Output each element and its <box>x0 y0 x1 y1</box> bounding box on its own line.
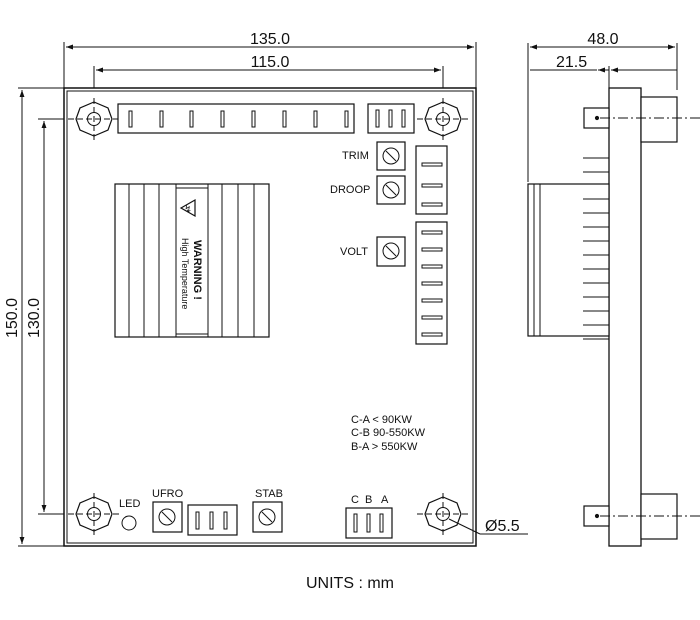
led-indicator <box>121 515 137 531</box>
stab-label: STAB <box>255 488 283 500</box>
terminal-b-label: B <box>365 494 372 506</box>
warning-icon <box>179 198 196 218</box>
led-label: LED <box>119 498 140 510</box>
volt-label: VOLT <box>340 246 368 258</box>
side-bottom-spade <box>583 493 700 540</box>
trim-potentiometer <box>376 141 406 171</box>
note-line-3: B-A > 550KW <box>351 441 418 453</box>
bottom-terminal-cba <box>345 507 393 539</box>
warning-title: WARNING ! <box>191 240 203 300</box>
bottom-terminal-left <box>187 504 238 536</box>
top-right-terminal <box>367 103 415 134</box>
note-line-2: C-B 90-550KW <box>351 427 426 439</box>
right-terminal-lower <box>415 221 448 345</box>
mounting-hole-bottom-right <box>417 493 470 535</box>
terminal-c-label: C <box>351 494 359 506</box>
top-terminal-strip <box>117 103 355 134</box>
right-terminal-upper <box>415 145 448 215</box>
trim-label: TRIM <box>342 150 369 162</box>
dimension-side-depth-label: 48.0 <box>587 31 618 48</box>
droop-potentiometer <box>376 175 406 205</box>
front-view: Ø5.5 TRIM DROOP <box>63 87 528 547</box>
hole-diameter-label: Ø5.5 <box>485 518 520 535</box>
mounting-hole-top-left <box>68 98 120 140</box>
dimension-height-overall-label: 150.0 <box>4 298 21 338</box>
dimension-side-depth <box>527 43 678 182</box>
dimension-height-overall <box>18 87 64 547</box>
mounting-hole-top-right <box>417 98 470 140</box>
hole-diameter-leader <box>448 518 528 535</box>
mounting-hole-bottom-left <box>68 493 120 535</box>
warning-label: ↯ WARNING ! High Temperature <box>175 187 209 335</box>
dimension-side-offset-label: 21.5 <box>556 54 587 71</box>
board-inner-outline <box>66 90 474 544</box>
side-top-spade <box>583 96 700 143</box>
volt-potentiometer <box>376 236 406 267</box>
dimension-side-offset <box>530 66 677 88</box>
droop-label: DROOP <box>330 184 370 196</box>
note-line-1: C-A < 90KW <box>351 414 412 426</box>
ufro-label: UFRO <box>152 488 184 500</box>
units-label: UNITS : mm <box>306 575 394 592</box>
stab-potentiometer <box>252 501 283 533</box>
ufro-potentiometer <box>152 501 183 533</box>
side-heat-sink <box>527 183 610 337</box>
dimension-hole-spacing-y-label: 130.0 <box>26 298 43 338</box>
side-board <box>608 87 642 547</box>
side-view: 48.0 21.5 <box>527 31 700 547</box>
warning-subtitle: High Temperature <box>180 238 190 309</box>
dimension-hole-spacing-x-label: 115.0 <box>251 54 290 71</box>
terminal-a-label: A <box>381 494 389 506</box>
dimension-width-overall <box>63 42 477 88</box>
side-pins <box>583 157 609 340</box>
warning-icon-bolt: ↯ <box>184 204 192 214</box>
dimension-width-overall-label: 135.0 <box>250 31 290 48</box>
